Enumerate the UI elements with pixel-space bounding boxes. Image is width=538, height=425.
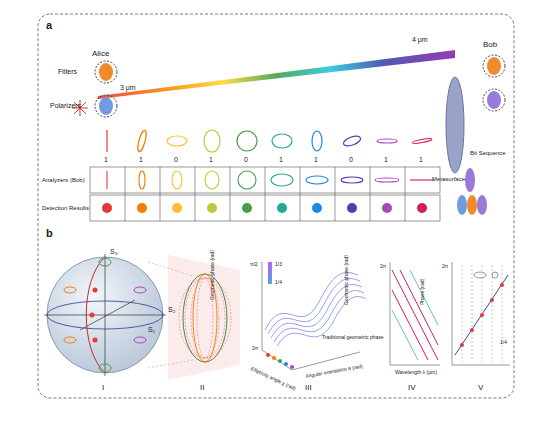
panel-letter: a (46, 20, 52, 31)
row-label: Analyzers (Bob) (42, 177, 85, 183)
component-name: Metasurface (432, 176, 465, 182)
bit-value: 1 (419, 156, 423, 163)
axis-name: S₁ (148, 326, 155, 333)
tick-label: 2π (442, 264, 448, 269)
dimension: 3 μm (120, 84, 136, 91)
tick-label: π/2 (250, 262, 258, 267)
axis-title: Ellipticity angle χ (rad) (250, 366, 297, 391)
subpanel-number: I (102, 384, 104, 392)
axis-title: Geometric phase (rad) (210, 250, 215, 300)
axis-title: Wavelength λ (μm) (395, 370, 437, 375)
axis-title: Angular orientation θ (rad) (305, 364, 363, 379)
bit-value: 1 (209, 156, 213, 163)
tick-label: 2π (252, 346, 258, 351)
axis-name: S₂ (168, 306, 175, 313)
row-label: Bit Sequence (470, 150, 506, 156)
row-label: Filters (58, 68, 77, 75)
bit-value: 0 (174, 156, 178, 163)
bit-value: 0 (349, 156, 353, 163)
colorbar-label: 1/4 (275, 280, 282, 285)
annotation: Traditional geometric phase (322, 335, 384, 340)
axis-name: S₃ (110, 248, 118, 255)
dimension: 4 μm (412, 36, 428, 43)
panel-letter: b (46, 228, 53, 239)
tick-label: 2π (380, 264, 386, 269)
bit-value: 1 (384, 156, 388, 163)
bit-value: 1 (279, 156, 283, 163)
axis-title: Phase (rad) (420, 279, 425, 305)
party-name: Alice (92, 50, 109, 58)
subpanel-number: IV (408, 384, 416, 392)
colorbar-label: 1/3 (275, 262, 282, 267)
bit-value: 0 (244, 156, 248, 163)
subpanel-number: II (200, 384, 204, 392)
axis-title: Geometric phase (rad) (344, 255, 349, 305)
tick-label: 1/4 (500, 340, 507, 345)
bit-value: 1 (104, 156, 108, 163)
row-label: Detection Results (42, 205, 89, 211)
row-label: Polarizers (50, 102, 81, 109)
subpanel-number: III (305, 384, 312, 392)
bit-value: 1 (314, 156, 318, 163)
party-name: Bob (483, 41, 497, 49)
subpanel-number: V (478, 384, 483, 392)
bit-value: 1 (139, 156, 143, 163)
